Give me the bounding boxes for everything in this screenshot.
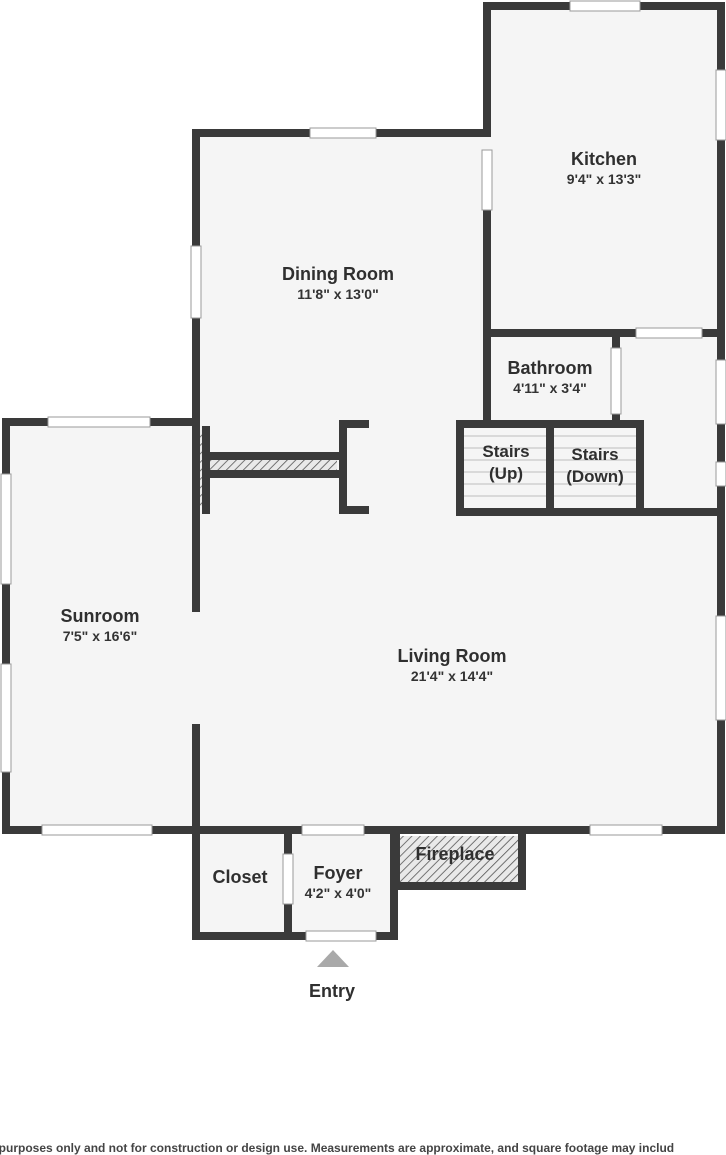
room-name: Dining Room [282,264,394,284]
kitchen-dining-opening [481,149,493,211]
foyer-floor [288,830,394,936]
room-name: Foyer [313,863,363,883]
room-dimensions: 21'4" x 14'4" [410,668,494,684]
sunroom-top-window [47,416,151,428]
hall-right-window-2 [715,461,726,487]
room-name: Stairs [482,442,530,461]
fireplace-label: Fireplace [415,843,494,865]
room-dimensions: 4'11" x 3'4" [513,380,587,396]
hall-right-window [715,359,726,425]
entry-arrow-icon [317,950,349,967]
room-name: Fireplace [415,844,495,864]
stairs-down-floor [550,424,640,512]
room-name: Bathroom [507,358,593,378]
kitchen-right-window [715,69,726,141]
room-name: Stairs [571,445,619,464]
dining-room-label: Dining Room 11'8" x 13'0" [282,263,394,303]
dining-left-window [190,245,202,319]
closet-floor [196,830,288,936]
room-name: Kitchen [570,149,637,169]
room-name: Living Room [397,646,507,666]
closet-label: Closet [212,866,267,888]
floor-areas [6,6,721,936]
bathroom-door-gap [610,347,622,415]
dining-top-window [309,127,377,139]
sunroom-label: Sunroom 7'5" x 16'6" [61,605,140,645]
stairs-down-label: Stairs (Down) [566,444,624,488]
sunroom-left-window-1 [0,473,12,585]
bathroom-label: Bathroom 4'11" x 3'4" [508,357,593,397]
foyer-label: Foyer 4'2" x 4'0" [305,862,372,902]
kitchen-label: Kitchen 9'4" x 13'3" [567,148,641,188]
disclaimer-text: l purposes only and not for construction… [0,1141,675,1155]
sunroom-bottom-window [41,824,153,836]
stairs-direction: (Down) [566,467,624,486]
main-floor [196,330,721,830]
entry-door [305,930,377,942]
living-room-label: Living Room 21'4" x 14'4" [398,645,507,685]
stair-treads [464,435,636,497]
foyer-top-opening [301,824,365,836]
entry-label: Entry [309,981,355,1002]
living-right-window [715,615,726,721]
closet-door-gap [282,853,294,905]
kitchen-top-window [569,0,641,12]
fireplace-hearth [400,836,518,882]
sunroom-floor [6,422,196,830]
sunroom-left-window-2 [0,663,12,773]
stairs-direction: (Up) [489,464,523,483]
closet-walls [192,826,292,940]
windows [0,0,726,942]
stairs-up-label: Stairs (Up) [482,441,529,485]
room-dimensions: 4'2" x 4'0" [304,885,372,901]
room-dimensions: 9'4" x 13'3" [566,171,642,187]
dining-partition-hatch [205,460,337,470]
disclaimer: l purposes only and not for construction… [0,1141,726,1155]
living-bottom-window [589,824,663,836]
room-name: Closet [212,867,268,887]
entry-text: Entry [308,981,356,1001]
room-dimensions: 11'8" x 13'0" [297,286,379,302]
dining-post [339,420,369,514]
dining-walls [192,129,491,426]
stairs-up-floor [460,424,550,512]
room-name: Sunroom [60,606,140,626]
bathroom-top-window [635,327,703,339]
fireplace-walls [392,826,526,890]
room-dimensions: 7'5" x 16'6" [62,628,138,644]
kitchen-floor [487,6,721,333]
